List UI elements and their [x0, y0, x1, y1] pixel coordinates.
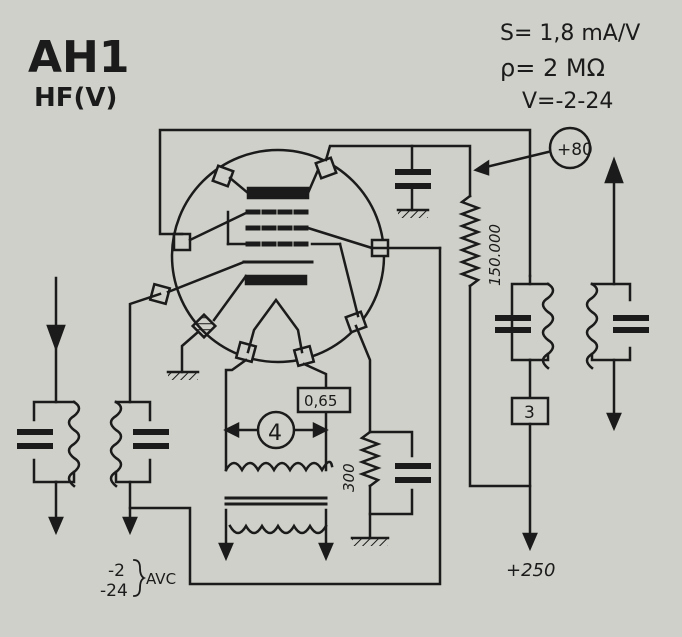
cathode-resistor — [358, 430, 382, 488]
heater-transformer-primary — [224, 460, 334, 473]
ground-symbol-top — [398, 210, 428, 218]
spec-resistance: ρ= 2 MΩ — [500, 54, 605, 82]
spec-transconductance: S= 1,8 mA/V — [500, 21, 640, 46]
screen-resistor — [458, 194, 482, 288]
heater-filament — [246, 297, 304, 354]
screen-voltage-circle — [548, 126, 592, 170]
heater-current-label: 0,65 — [304, 392, 337, 410]
heater-voltage-circle — [256, 410, 296, 450]
screen-voltage-label: +80 — [557, 140, 593, 160]
cathode-resistor-label: 300 — [340, 463, 358, 492]
cathode — [244, 274, 308, 286]
anode-resistor-label: 150.000 — [486, 224, 504, 286]
heater-voltage-label: 4 — [268, 421, 282, 446]
ground-symbol-left — [168, 372, 198, 380]
tube-title: AH1 — [28, 32, 130, 83]
tube-grids — [245, 209, 311, 247]
heater-current-box — [296, 386, 352, 414]
avc-top-label: -2 — [108, 561, 125, 581]
avc-label: AVC — [146, 570, 176, 588]
ground-symbol-cathode — [352, 538, 388, 546]
tube-subtitle: HF(V) — [34, 83, 117, 113]
spec-bias: V=-2-24 — [522, 89, 613, 114]
anode-coil-label: 3 — [524, 403, 535, 423]
supply-voltage-label: +250 — [506, 560, 555, 581]
avc-bottom-label: -24 — [100, 581, 128, 601]
anode-plate — [246, 186, 310, 200]
heater-transformer-secondary — [228, 523, 328, 535]
avc-brace — [133, 559, 147, 597]
